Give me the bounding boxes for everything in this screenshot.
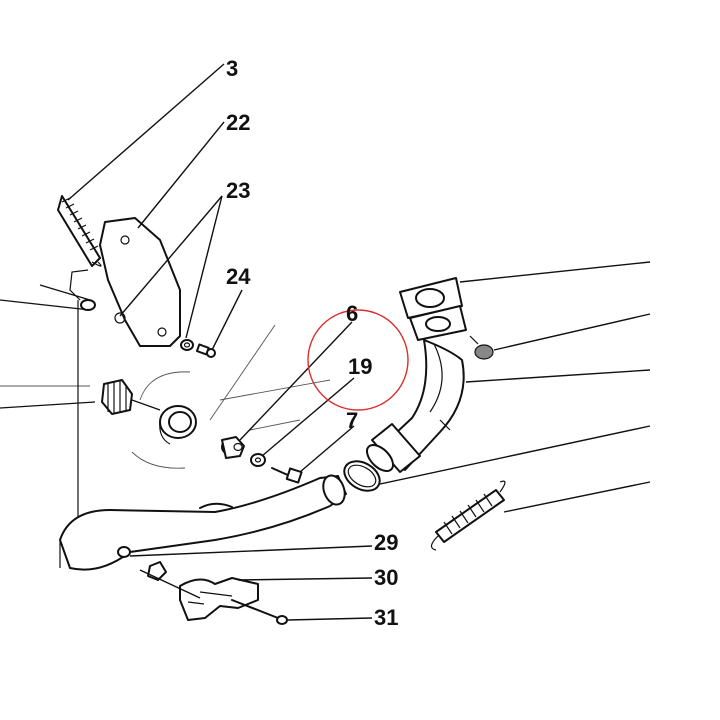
nut-29 bbox=[117, 546, 167, 581]
collar-ring bbox=[159, 405, 197, 445]
bolt-24 bbox=[195, 343, 216, 358]
header-nut bbox=[469, 335, 494, 360]
washers-23 bbox=[180, 339, 194, 351]
clamp-bracket-30 bbox=[179, 577, 259, 621]
callout-3: 3 bbox=[226, 56, 238, 81]
front-exhaust-pipe bbox=[59, 474, 347, 571]
bush-6 bbox=[221, 436, 245, 459]
callout-6: 6 bbox=[346, 301, 358, 326]
callout-29: 29 bbox=[374, 530, 398, 555]
leader-lines bbox=[67, 63, 651, 621]
callout-31: 31 bbox=[374, 605, 398, 630]
left-spring-part bbox=[57, 195, 102, 267]
washer-19 bbox=[250, 453, 266, 467]
callout-30: 30 bbox=[374, 565, 398, 590]
highlight-circle bbox=[307, 309, 409, 411]
exhaust-spring bbox=[430, 480, 506, 551]
callout-23: 23 bbox=[226, 178, 250, 203]
left-frame-lines bbox=[0, 269, 96, 520]
callout-19: 19 bbox=[348, 354, 372, 379]
callout-7: 7 bbox=[346, 408, 358, 433]
exhaust-header-elbow bbox=[366, 277, 467, 473]
screw-7 bbox=[271, 467, 303, 484]
ghost-outline-lines bbox=[0, 324, 331, 469]
callout-24: 24 bbox=[226, 264, 251, 289]
callout-22: 22 bbox=[226, 110, 250, 135]
bolt-31 bbox=[231, 599, 288, 625]
gasket-ring bbox=[343, 460, 381, 492]
heat-shield-plate bbox=[99, 217, 181, 347]
callout-labels: 3 22 23 24 6 19 7 29 30 31 bbox=[226, 56, 398, 630]
rubber-mount bbox=[101, 379, 161, 415]
